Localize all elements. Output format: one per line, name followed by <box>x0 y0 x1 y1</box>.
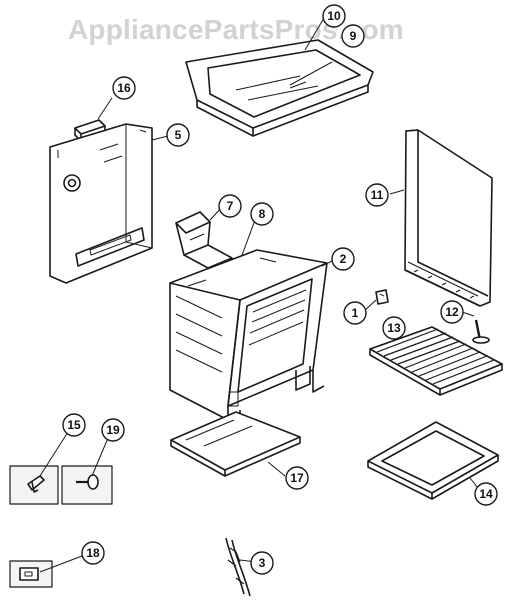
part-oven-body[interactable] <box>169 249 328 427</box>
callout-label: 19 <box>106 423 120 437</box>
callout-7: 7 <box>218 194 242 218</box>
leader-5 <box>151 135 169 141</box>
callout-13: 13 <box>382 316 406 340</box>
part-wire-harness[interactable] <box>225 537 251 597</box>
callout-14: 14 <box>474 482 498 506</box>
leader-14 <box>469 477 479 489</box>
callout-label: 12 <box>445 305 459 319</box>
callout-label: 3 <box>259 556 266 570</box>
leader-10 <box>304 17 325 51</box>
leader-12 <box>461 311 475 317</box>
part-oven-rack[interactable] <box>369 326 503 396</box>
callout-16: 16 <box>112 76 136 100</box>
callout-9: 9 <box>341 24 365 48</box>
callout-label: 18 <box>86 546 100 560</box>
callout-11: 11 <box>365 183 389 207</box>
callout-1: 1 <box>343 301 367 325</box>
callout-label: 2 <box>340 252 347 266</box>
callout-5: 5 <box>166 123 190 147</box>
callout-label: 10 <box>327 9 341 23</box>
callout-17: 17 <box>285 466 309 490</box>
callout-10: 10 <box>322 4 346 28</box>
callout-18: 18 <box>81 541 105 565</box>
callout-15: 15 <box>62 413 86 437</box>
callout-8: 8 <box>250 202 274 226</box>
part-broiler-frame[interactable] <box>367 421 499 500</box>
part-clip[interactable] <box>375 289 389 305</box>
leader-16 <box>97 97 113 120</box>
callout-label: 17 <box>290 471 304 485</box>
callout-label: 16 <box>117 81 131 95</box>
callout-label: 11 <box>371 188 384 202</box>
callout-label: 15 <box>67 418 81 432</box>
callout-2: 2 <box>331 247 355 271</box>
callout-12: 12 <box>440 300 464 324</box>
part-top-panel[interactable] <box>185 39 374 137</box>
leader-19 <box>91 437 109 477</box>
callout-label: 13 <box>387 321 401 335</box>
callout-label: 8 <box>259 207 266 221</box>
leader-9 <box>289 61 333 86</box>
leader-18 <box>39 555 83 573</box>
callout-label: 14 <box>479 487 493 501</box>
leader-11 <box>389 189 405 195</box>
part-leveling-leg[interactable] <box>472 319 490 344</box>
part-screw-15[interactable] <box>9 465 59 505</box>
callout-label: 9 <box>350 29 357 43</box>
callout-3: 3 <box>250 551 274 575</box>
leader-15 <box>39 431 69 477</box>
leader-17 <box>267 461 286 477</box>
callout-label: 5 <box>175 128 182 142</box>
part-duct[interactable] <box>175 211 233 269</box>
part-door[interactable] <box>404 129 493 307</box>
callout-label: 7 <box>227 199 234 213</box>
part-clip-18[interactable] <box>9 560 53 588</box>
callout-19: 19 <box>101 418 125 442</box>
part-screw-19[interactable] <box>61 465 113 505</box>
part-rear-panel[interactable] <box>49 123 153 284</box>
part-bottom-panel[interactable] <box>170 411 301 477</box>
callout-label: 1 <box>352 306 359 320</box>
